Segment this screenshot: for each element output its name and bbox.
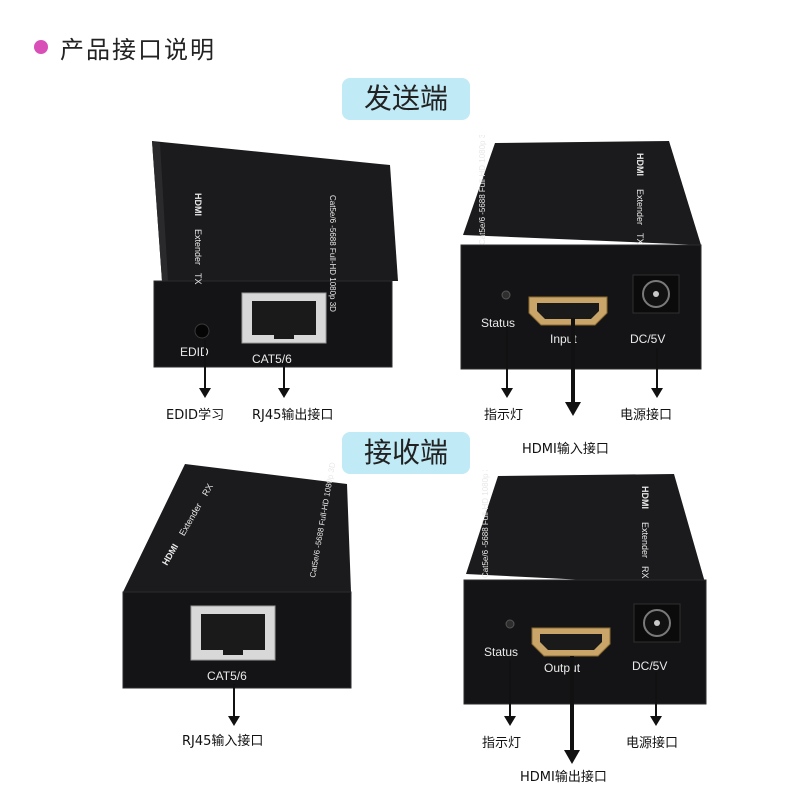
tx-back-spec: Cat5e/6 -5688 Full-HD 1080p 3D [478, 135, 487, 245]
tx-back-logo: HDMI [635, 153, 645, 176]
edid-arrow-head-icon [199, 388, 211, 398]
rj45-out-arrow-head-icon [278, 388, 290, 398]
rx-back-model: Extender [640, 522, 650, 558]
rx-back-logo: HDMI [640, 486, 650, 509]
rx-cat-label: CAT5/6 [207, 669, 247, 683]
callout-rx-dc: 电源接口 [626, 736, 679, 751]
callout-rj45-out: RJ45输出接口 [252, 408, 334, 423]
rx-status-arrow-head-icon [504, 716, 516, 726]
tx-status-led [501, 290, 511, 300]
edid-button[interactable] [194, 323, 210, 339]
tx-cat-label: CAT5/6 [252, 352, 292, 366]
rx-dc-arrow-head-icon [650, 716, 662, 726]
tx-hdmi-arrow [571, 318, 575, 404]
rj45-in-arrow-head-icon [228, 716, 240, 726]
tx-dc-arrow-head-icon [651, 388, 663, 398]
tx-front-model: Extender [193, 229, 203, 265]
callout-tx-status: 指示灯 [484, 408, 524, 423]
page-title-row: 产品接口说明 [34, 30, 216, 64]
rx-back-device: HDMI Extender RX Cat5e/6 -5688 Full-HD 1… [463, 470, 707, 705]
tx-back-tx: TX [635, 233, 645, 245]
rj45-in-arrow [233, 684, 235, 720]
callout-rx-status: 指示灯 [482, 736, 522, 751]
rx-hdmi-arrow-head-icon [564, 750, 580, 764]
receiver-section-heading: 接收端 [342, 432, 471, 474]
tx-status-arrow [506, 326, 508, 392]
rx-status-led [505, 619, 515, 629]
callout-rj45-in: RJ45输入接口 [182, 734, 264, 749]
tx-back-model: Extender [635, 189, 645, 225]
rx-hdmi-arrow [570, 656, 574, 752]
sender-section-heading: 发送端 [342, 78, 471, 120]
rx-dc-label: DC/5V [632, 659, 667, 673]
tx-front-device: HDMI Extender TX Cat5e/6 -5688 Full-HD 1… [152, 141, 398, 368]
rx-back-rx: RX [640, 566, 650, 579]
rx-status-arrow [509, 660, 511, 720]
page-title: 产品接口说明 [60, 35, 216, 64]
rj45-out-arrow [283, 362, 285, 392]
rx-front-device: HDMI Extender RX Cat5e/6 -5688 Full-HD 1… [122, 462, 352, 689]
tx-status-arrow-head-icon [501, 388, 513, 398]
callout-edid: EDID学习 [166, 408, 225, 423]
tx-front-spec: Cat5e/6 -5688 Full-HD 1080p 3D [328, 195, 337, 312]
rx-dc-arrow [655, 672, 657, 720]
tx-input-label: Input [550, 332, 577, 346]
bullet-dot-icon [34, 40, 48, 54]
tx-dc-label: DC/5V [630, 332, 665, 346]
callout-hdmi-out: HDMI输出接口 [520, 770, 607, 785]
tx-front-tx: TX [193, 273, 203, 285]
rx-back-spec: Cat5e/6 -5688 Full-HD 1080p 3D [481, 470, 490, 578]
callout-hdmi-in: HDMI输入接口 [522, 442, 609, 457]
tx-hdmi-arrow-head-icon [565, 402, 581, 416]
callout-tx-dc: 电源接口 [620, 408, 673, 423]
tx-front-logo: HDMI [193, 193, 203, 216]
tx-dc-arrow [656, 348, 658, 392]
tx-back-device: HDMI Extender TX Cat5e/6 -5688 Full-HD 1… [460, 135, 702, 370]
rx-output-label: Output [544, 661, 581, 675]
edid-label: EDID [180, 345, 209, 359]
rx-status-label: Status [484, 645, 518, 659]
edid-arrow [204, 340, 206, 392]
tx-status-label: Status [481, 316, 515, 330]
